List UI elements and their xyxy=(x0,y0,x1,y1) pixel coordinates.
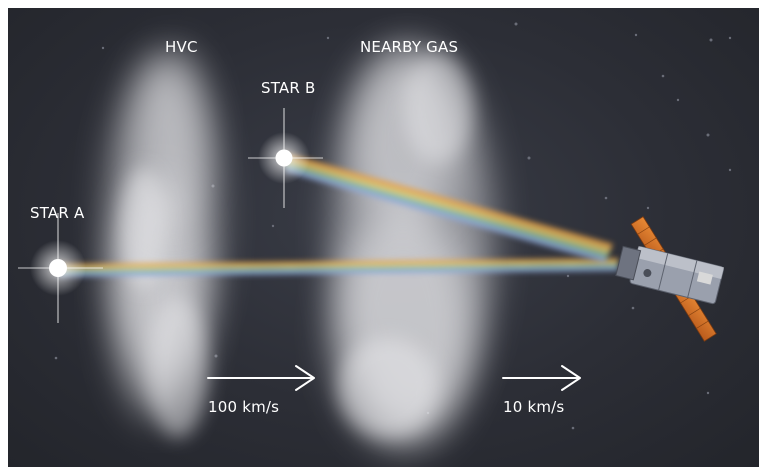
nearby-gas-cloud xyxy=(333,48,493,448)
hvc-cloud xyxy=(108,48,218,438)
arrow-gas-icon xyxy=(502,365,581,391)
diagram-canvas xyxy=(18,22,732,448)
label-speed-gas: 10 km/s xyxy=(503,398,565,416)
arrow-hvc-icon xyxy=(207,365,315,391)
star-b-icon xyxy=(248,108,323,208)
light-beam-star-a xyxy=(58,258,618,277)
label-hvc: HVC xyxy=(165,38,198,56)
star-a-icon xyxy=(18,213,103,323)
label-speed-hvc: 100 km/s xyxy=(208,398,280,416)
space-telescope-icon xyxy=(615,216,725,342)
label-nearby-gas: NEARBY GAS xyxy=(360,38,459,56)
label-star-b: STAR B xyxy=(261,79,316,97)
label-star-a: STAR A xyxy=(30,204,85,222)
space-panel: HVC NEARBY GAS STAR B STAR A 100 km/s 10… xyxy=(8,8,759,467)
background-stars xyxy=(54,22,732,430)
light-beam-star-b xyxy=(286,153,613,263)
